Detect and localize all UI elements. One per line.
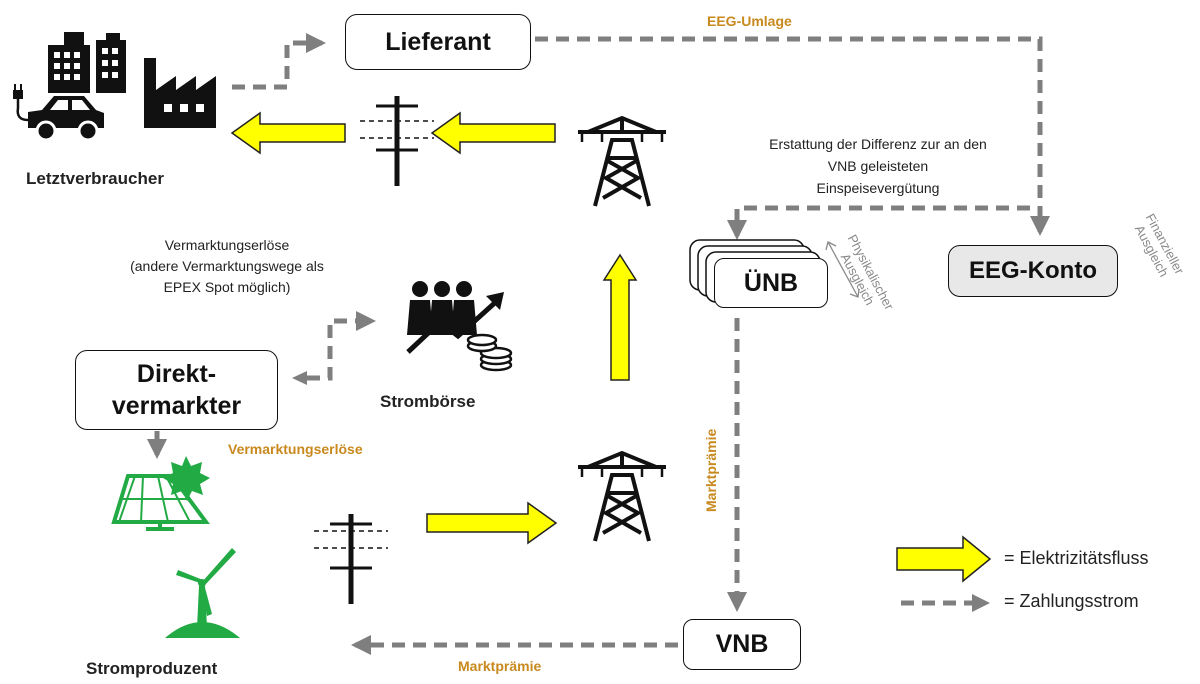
uenb-label: ÜNB [743,268,799,297]
lieferant-label: Lieferant [385,27,491,56]
legend-electricity-arrow [896,535,992,583]
stromproduzent-label: Stromproduzent [86,659,218,678]
eeg-umlage-label: EEG-Umlage [707,13,792,29]
marktpraemie-bottom-label: Marktprämie [458,658,542,674]
vermarktung-line2: (andere Vermarktungswege als [130,258,324,274]
pylon-icon-bottom [578,450,666,542]
physical-balance-arrowhead-a [825,241,837,251]
eeg-konto-label: EEG-Konto [969,257,1097,284]
vermarktung-line3: EPEX Spot möglich) [163,279,291,295]
marktpraemie-vertical-label: Marktprämie [703,428,719,512]
wind-turbine-icon [165,548,240,638]
payment-arrow-consumer-to-lieferant [232,33,326,90]
legend-payment-arrowhead [972,594,990,612]
payment-arrow-eeg-to-uenb [727,205,1030,240]
factory-icon [144,58,216,128]
physical-balance-arrowhead-b [849,288,860,298]
direktvermarkter-label-line2: vermarkter [111,392,242,420]
legend-payment-label: = Zahlungsstrom [1004,591,1139,611]
vermarktungserloese-orange-label: Vermarktungserlöse [228,441,363,457]
direktvermarkter-box: Direkt- vermarkter [75,350,278,430]
letztverbraucher-label: Letztverbraucher [26,169,164,188]
electricity-arrow-to-consumers [230,111,346,155]
electricity-arrow-up [602,253,638,381]
stock-exchange-icon [406,281,504,354]
physical-balance-arrow [827,241,859,298]
pylon-icon-top [578,115,666,207]
legend-electricity-label: = Elektrizitätsfluss [1004,548,1149,568]
sun-icon [163,456,210,501]
stromboerse-label: Strombörse [380,392,476,411]
erstattung-line1: Erstattung der Differenz zur an den [769,136,987,152]
uenb-box: ÜNB [714,258,828,308]
car-icon [13,84,104,142]
utility-pole-icon-top [360,96,434,186]
payment-arrowhead-left [292,371,307,385]
vnb-box: VNB [683,619,801,670]
vnb-label: VNB [715,630,769,658]
solar-panel-icon [111,474,210,531]
electricity-arrow-pylon-to-pole [430,111,556,155]
lieferant-box: Lieferant [345,14,531,70]
erstattung-text: Erstattung der Differenz zur an den VNB … [728,133,1028,199]
electricity-arrow-pole-to-pylon [426,501,558,545]
erstattung-line3: Einspeisevergütung [816,180,940,196]
utility-pole-icon-bottom [314,514,388,604]
direktvermarkter-label-line1: Direkt- [136,360,217,388]
erstattung-line2: VNB geleisteten [827,158,929,174]
coins-icon [466,333,513,372]
vermarktung-line1: Vermarktungserlöse [164,237,290,253]
eeg-konto-box: EEG-Konto [948,245,1118,297]
vermarktungserloese-text: Vermarktungserlöse (andere Vermarktungsw… [104,235,350,298]
payment-arrow-lieferant-to-eeg [535,36,1050,236]
payment-arrow-boerse-direkt [307,311,376,381]
buildings-icon [48,32,126,93]
